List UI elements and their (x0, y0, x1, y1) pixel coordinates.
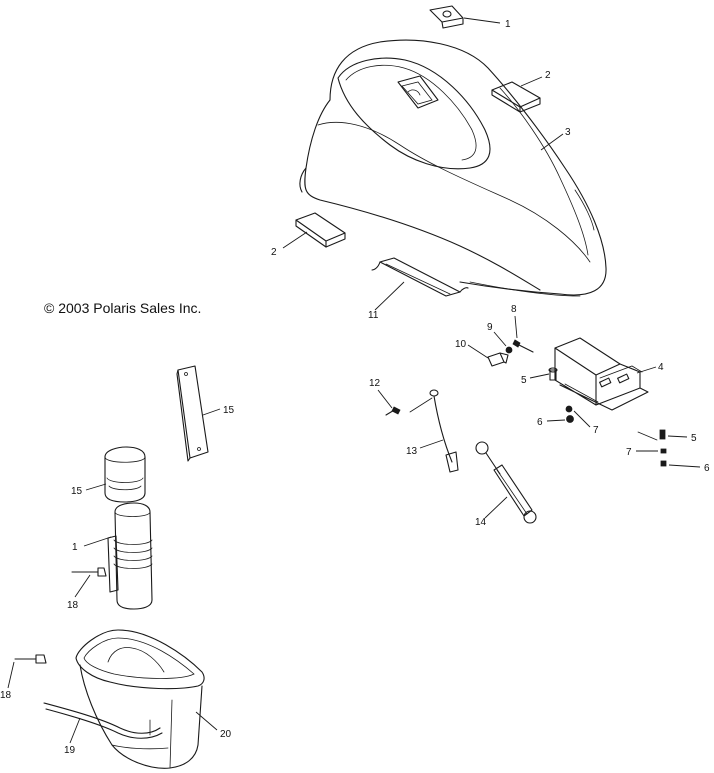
part-hood (299, 39, 607, 297)
callout-5-right: 5 (691, 433, 697, 444)
callout-2-left: 2 (271, 247, 277, 258)
callout-18-lower: 18 (0, 690, 12, 701)
callout-19: 19 (64, 745, 76, 756)
callout-9: 9 (487, 322, 493, 333)
callout-2-top: 2 (545, 70, 551, 81)
callout-10: 10 (455, 339, 467, 350)
callout-11: 11 (368, 310, 379, 321)
callout-13: 13 (406, 446, 418, 457)
part-hardware-mid (546, 405, 591, 428)
part-hinge-plate (554, 337, 657, 411)
part-hinge-bracket (371, 257, 469, 311)
callout-7-right: 7 (626, 447, 632, 458)
callout-1-top: 1 (505, 19, 511, 30)
callout-5-upper: 5 (521, 375, 527, 386)
callout-20: 20 (220, 729, 232, 740)
part-pin (377, 389, 401, 416)
callout-7-mid: 7 (593, 425, 599, 436)
copyright-text: © 2003 Polaris Sales Inc. (44, 300, 201, 316)
part-hardware-right (636, 429, 701, 468)
callout-18-upper: 18 (67, 600, 79, 611)
part-cap (85, 446, 146, 503)
part-pad-top (491, 76, 543, 113)
part-rivet-lower (7, 654, 47, 689)
part-storage-bin (75, 629, 218, 769)
callout-8: 8 (511, 304, 517, 315)
part-rivet-upper (71, 567, 107, 598)
callout-1-left: 1 (72, 542, 78, 553)
part-latch-top (429, 5, 501, 29)
callout-4: 4 (658, 362, 664, 373)
callout-15-plate: 15 (223, 405, 235, 416)
callout-15-cap: 15 (71, 486, 83, 497)
part-cover-plate (176, 365, 221, 462)
part-gas-strut (475, 441, 537, 524)
part-pad-left (282, 212, 346, 249)
part-drain-tube (43, 702, 163, 744)
callout-6-mid: 6 (537, 417, 543, 428)
callout-12: 12 (369, 378, 381, 389)
part-cup-insert (83, 502, 153, 610)
part-hardware-upper (467, 315, 558, 381)
callout-14: 14 (475, 517, 487, 528)
callout-6-right: 6 (704, 463, 710, 474)
part-tether-cable (409, 389, 459, 473)
callout-3: 3 (565, 127, 571, 138)
